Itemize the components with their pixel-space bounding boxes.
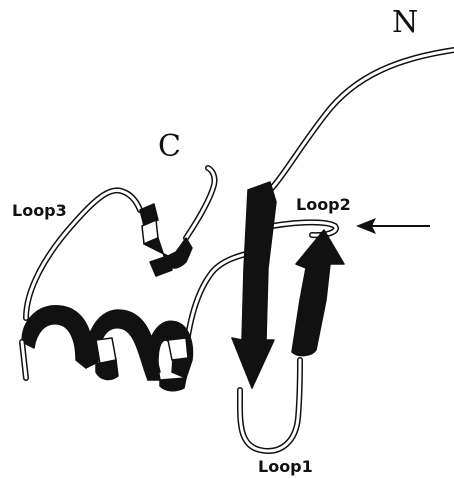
loop2-label: Loop2 — [296, 195, 351, 214]
n-terminal-coil — [272, 50, 454, 188]
c-terminal-coil — [186, 168, 215, 238]
pointer-arrow — [356, 218, 430, 234]
beta-strand-main — [232, 182, 276, 388]
short-helix — [140, 204, 192, 276]
alpha-helix — [22, 306, 192, 391]
beta-strand-second — [292, 230, 344, 356]
c-terminus-label: C — [158, 129, 181, 164]
loop3-label: Loop3 — [12, 201, 67, 220]
loop1-label: Loop1 — [258, 457, 313, 476]
n-terminus-label: N — [392, 5, 418, 40]
